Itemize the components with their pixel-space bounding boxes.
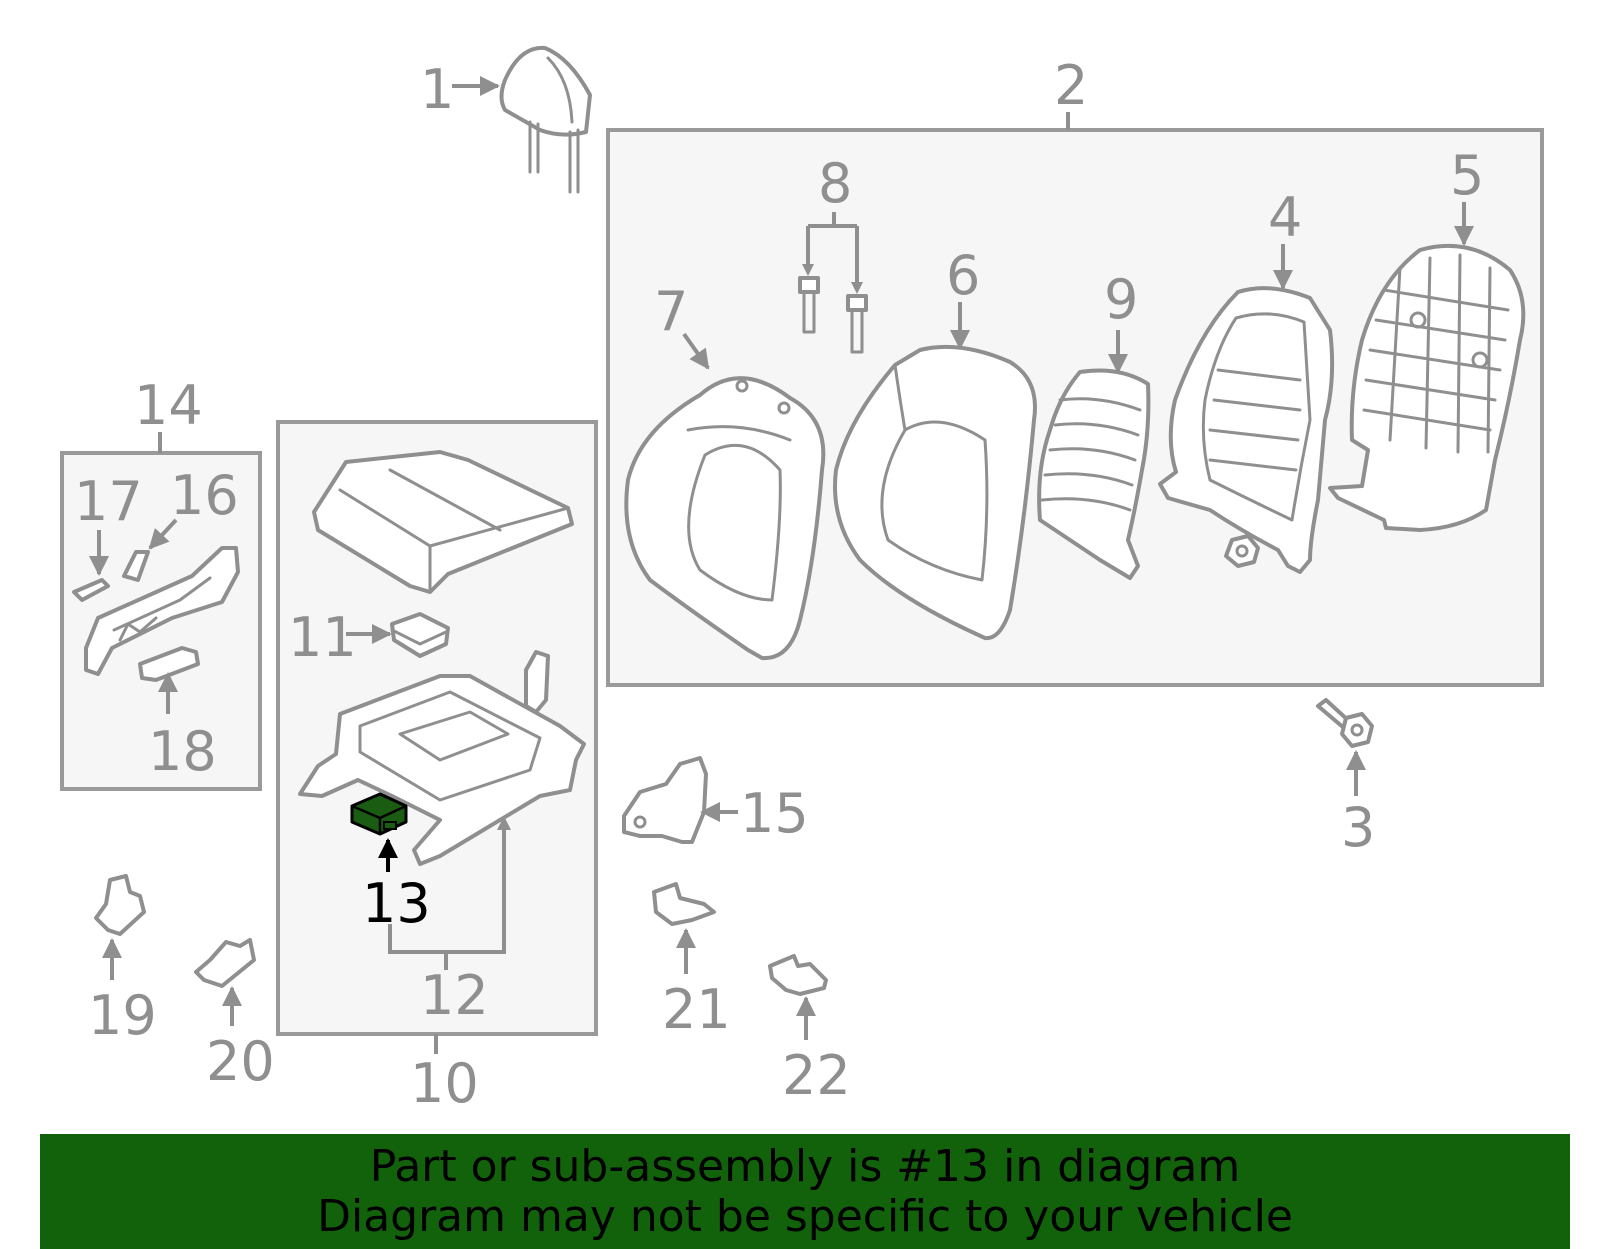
- switch-part-18: [138, 646, 200, 682]
- control-module-part-13: [350, 792, 408, 836]
- seat-cushion-part-10: [312, 450, 574, 594]
- callout-10: 10: [410, 1052, 479, 1115]
- seat-frame-part-12: [298, 650, 586, 866]
- callout-4: 4: [1268, 186, 1302, 249]
- lumbar-part-9: [1037, 368, 1151, 580]
- callout-7: 7: [654, 280, 688, 343]
- callout-21: 21: [662, 978, 731, 1041]
- callout-15: 15: [740, 782, 809, 845]
- callout-5: 5: [1450, 144, 1484, 207]
- callout-14: 14: [134, 374, 203, 437]
- callout-16: 16: [170, 464, 239, 527]
- nut-part-4: [1224, 534, 1260, 568]
- callout-9: 9: [1104, 268, 1138, 331]
- knob-part-16: [122, 550, 150, 582]
- bolt-part-3: [1316, 698, 1374, 748]
- seatback-frame-part-4: [1158, 286, 1335, 574]
- leader-8: [806, 212, 859, 290]
- side-shield-part-14: [84, 546, 240, 676]
- leader-16: [148, 518, 178, 550]
- bracket-part-21: [652, 882, 716, 926]
- seatback-cover-part-7: [624, 376, 826, 661]
- callout-1: 1: [420, 58, 454, 121]
- bracket-part-15: [622, 756, 708, 844]
- callout-6: 6: [946, 244, 980, 307]
- cover-part-20: [194, 938, 256, 988]
- callout-13: 13: [362, 872, 431, 935]
- notice-banner: Part or sub-assembly is #13 in diagram D…: [40, 1134, 1570, 1249]
- callout-11: 11: [288, 606, 357, 669]
- callout-2: 2: [1054, 54, 1088, 117]
- bracket-part-22: [768, 954, 828, 996]
- headrest-part-1: [499, 45, 592, 194]
- callout-18: 18: [148, 720, 217, 783]
- callout-8: 8: [818, 152, 852, 215]
- banner-line-1: Part or sub-assembly is #13 in diagram: [369, 1140, 1241, 1192]
- leader-12: [388, 826, 506, 970]
- seatback-pad-part-6: [833, 344, 1037, 641]
- seatback-panel-part-5: [1328, 243, 1526, 532]
- callout-17: 17: [74, 470, 143, 533]
- bolts-part-8: [798, 276, 868, 354]
- callout-20: 20: [206, 1030, 275, 1093]
- cover-part-19: [94, 874, 146, 936]
- callout-22: 22: [782, 1044, 851, 1107]
- banner-line-2: Diagram may not be specific to your vehi…: [317, 1190, 1293, 1242]
- callout-3: 3: [1341, 796, 1375, 859]
- callout-19: 19: [88, 984, 157, 1047]
- switch-part-11: [390, 612, 450, 658]
- callout-12: 12: [420, 964, 489, 1027]
- knob-part-17: [72, 578, 110, 602]
- leader-7: [682, 332, 710, 370]
